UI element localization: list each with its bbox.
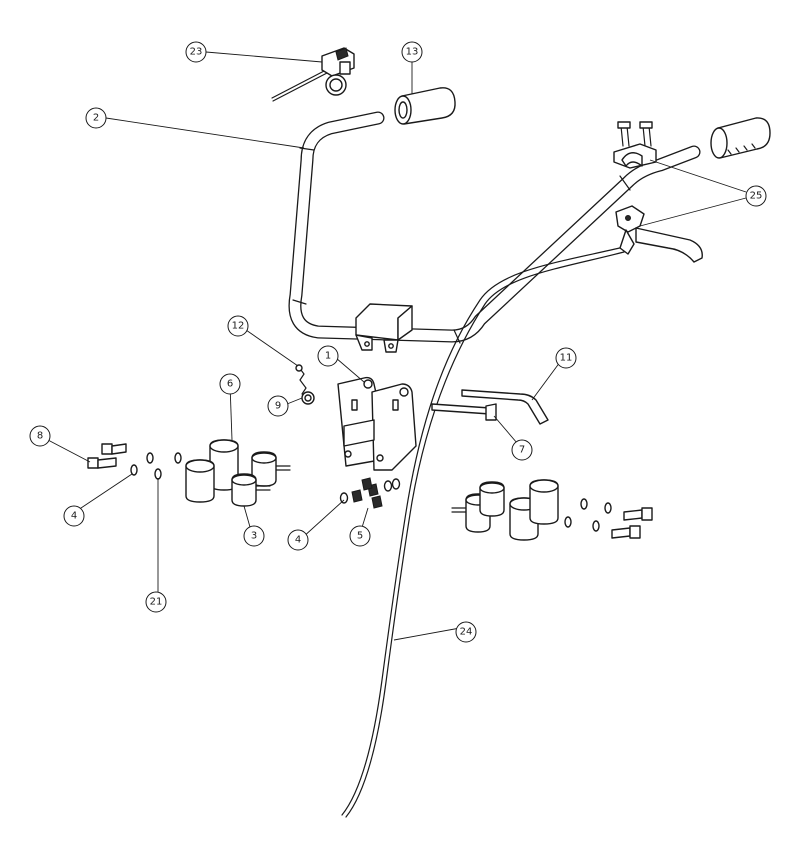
- rubber-mounts-right: [451, 479, 559, 541]
- callout-7: 7: [511, 439, 533, 461]
- callout-2: 2: [85, 107, 107, 129]
- svg-text:25: 25: [750, 191, 763, 202]
- svg-text:24: 24: [460, 627, 473, 638]
- svg-text:1: 1: [325, 351, 331, 362]
- hardware-left: [87, 443, 182, 480]
- cable: [341, 246, 625, 818]
- brake-lever: [615, 205, 703, 263]
- hardware-center: [339, 477, 401, 509]
- svg-text:21: 21: [150, 597, 163, 608]
- grip-left: [394, 87, 456, 125]
- svg-text:12: 12: [232, 321, 245, 332]
- plate-bracket: [337, 376, 417, 471]
- callout-21: 21: [145, 591, 167, 613]
- switch-assembly: [271, 47, 355, 102]
- grip-right: [710, 117, 771, 159]
- rubber-mounts-left: [185, 439, 291, 507]
- svg-text:4: 4: [71, 511, 77, 522]
- snap-pin: [295, 364, 315, 405]
- callout-23: 23: [185, 41, 207, 63]
- callout-5: 5: [349, 525, 371, 547]
- callouts: 23 13 2 25 12 1 11 6 9 8 7 4 3 4 5 21 24: [29, 41, 767, 643]
- svg-text:5: 5: [357, 531, 363, 542]
- callout-1: 1: [317, 345, 339, 367]
- handlebar-bracket: [355, 303, 413, 353]
- svg-text:13: 13: [406, 47, 419, 58]
- callout-13: 13: [401, 41, 423, 63]
- svg-text:4: 4: [295, 535, 301, 546]
- leader-lines: [47, 51, 747, 641]
- callout-4-left: 4: [63, 505, 85, 527]
- svg-text:8: 8: [37, 431, 43, 442]
- svg-text:3: 3: [251, 531, 257, 542]
- handle-lever: [431, 389, 549, 425]
- callout-4-center: 4: [287, 529, 309, 551]
- callout-6: 6: [219, 373, 241, 395]
- callout-3: 3: [243, 525, 265, 547]
- clamp-top: [613, 121, 657, 169]
- callout-25: 25: [745, 185, 767, 207]
- svg-text:6: 6: [227, 379, 233, 390]
- callout-12: 12: [227, 315, 249, 337]
- callout-11: 11: [555, 347, 577, 369]
- svg-text:9: 9: [275, 401, 281, 412]
- callout-24: 24: [455, 621, 477, 643]
- svg-text:11: 11: [560, 353, 573, 364]
- svg-text:7: 7: [519, 445, 525, 456]
- callout-8: 8: [29, 425, 51, 447]
- svg-text:2: 2: [93, 113, 99, 124]
- svg-text:23: 23: [190, 47, 203, 58]
- callout-9: 9: [267, 395, 289, 417]
- hardware-right: [564, 498, 653, 539]
